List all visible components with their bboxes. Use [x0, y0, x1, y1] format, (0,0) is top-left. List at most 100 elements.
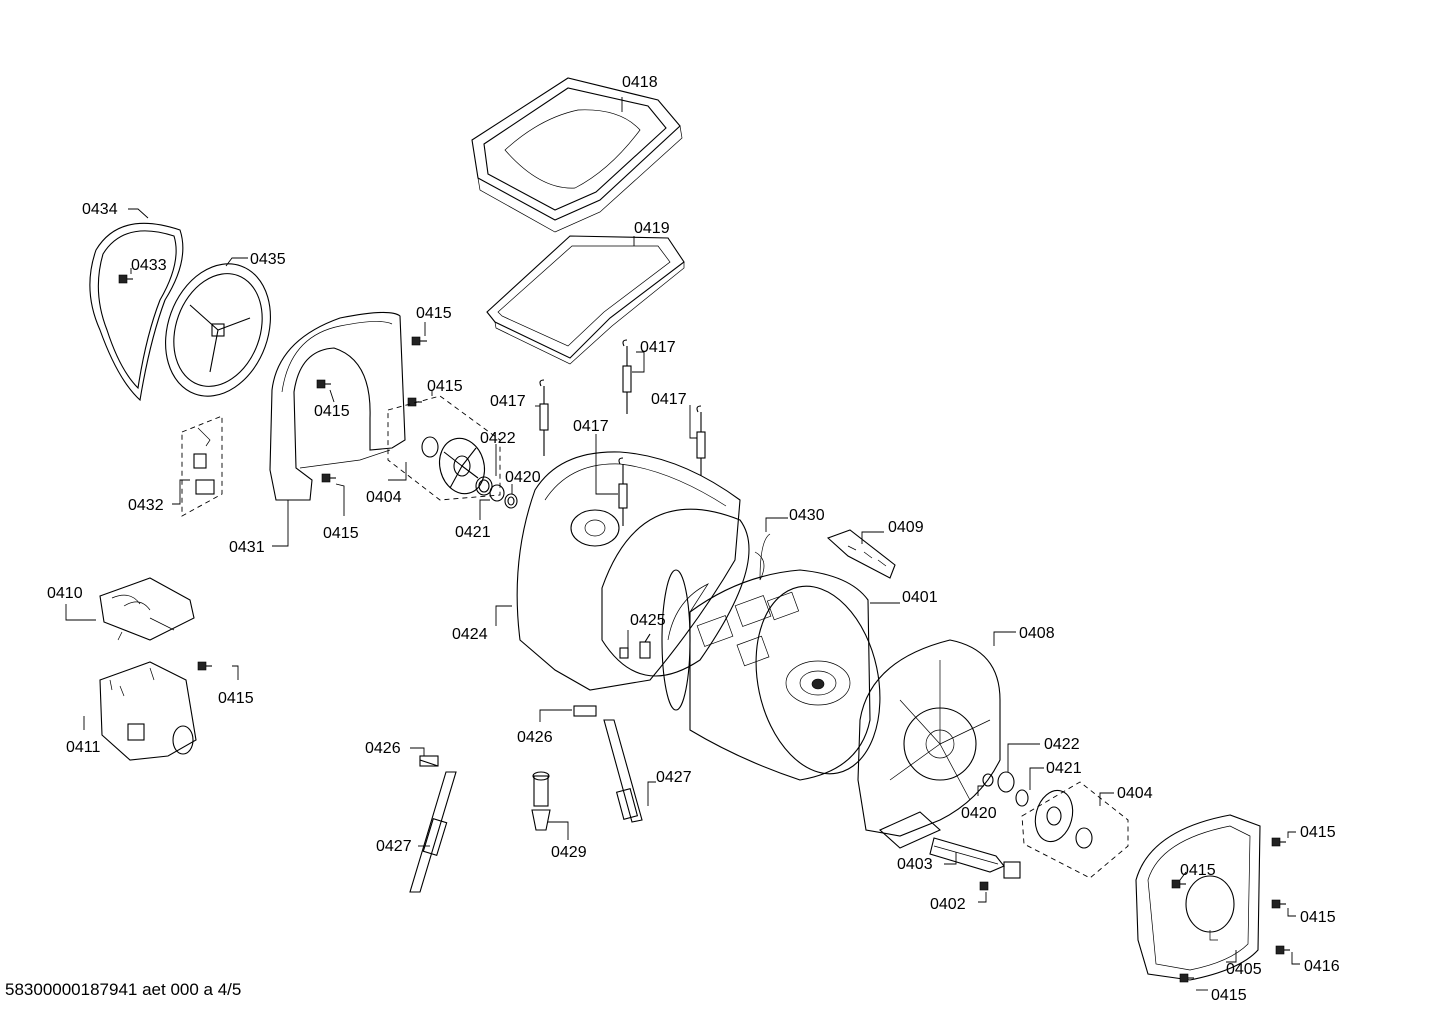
leader-0426-a — [410, 747, 425, 756]
leader-0422-b — [1007, 743, 1040, 772]
label-0401: 0401 — [902, 589, 938, 606]
label-0432: 0432 — [128, 497, 164, 514]
leader-0415-e — [232, 665, 239, 680]
screw-0415-e — [197, 661, 212, 671]
leader-0432 — [172, 479, 190, 505]
label-0421-b: 0421 — [1046, 760, 1082, 777]
leader-0404-b — [1099, 792, 1114, 806]
label-0420-a: 0420 — [505, 469, 541, 486]
label-0434: 0434 — [82, 201, 118, 218]
label-0417-d: 0417 — [573, 418, 609, 435]
label-0415-d: 0415 — [323, 525, 359, 542]
part-0432-door-lock — [181, 415, 223, 517]
label-0425: 0425 — [630, 612, 666, 629]
part-0410-shield — [99, 577, 195, 641]
label-0415-h: 0415 — [1300, 909, 1336, 926]
part-0402-ntc — [979, 881, 989, 891]
leader-0421-b — [1029, 767, 1044, 790]
label-0404-a: 0404 — [366, 489, 402, 506]
spring-0417-b — [622, 339, 632, 414]
shock-0427-a — [409, 771, 457, 893]
label-0415-c: 0415 — [427, 378, 463, 395]
drawing-reference: 58300000187941 aet 000 a 4/5 — [5, 980, 242, 999]
label-0420-b: 0420 — [961, 805, 997, 822]
leader-0431 — [272, 500, 289, 547]
label-0417-c: 0417 — [651, 391, 687, 408]
label-0416: 0416 — [1304, 958, 1340, 975]
seal-0421-b — [1015, 789, 1029, 807]
label-0404-b: 0404 — [1117, 785, 1153, 802]
leader-0427-b — [647, 781, 656, 806]
part-0408-tub-rear — [857, 639, 1001, 849]
label-0415-i: 0415 — [1211, 987, 1247, 1004]
leader-0415-f — [1287, 831, 1296, 838]
spring-0417-c — [696, 405, 706, 476]
label-0429: 0429 — [551, 844, 587, 861]
label-0426-b: 0426 — [517, 729, 553, 746]
label-0426-a: 0426 — [365, 740, 401, 757]
part-0403-heater — [929, 837, 1021, 879]
label-0422-b: 0422 — [1044, 736, 1080, 753]
screw-0416 — [1275, 945, 1290, 955]
spring-0417-d — [618, 457, 628, 526]
leader-0403 — [944, 852, 957, 865]
screw-0415-i — [1179, 973, 1194, 983]
leader-0415-b — [329, 389, 335, 403]
seal-0422-a — [475, 476, 493, 496]
leader-0426-b — [539, 709, 572, 722]
screw-0415-h — [1271, 899, 1286, 909]
label-0417-b: 0417 — [640, 339, 676, 356]
label-0415-e: 0415 — [218, 690, 254, 707]
part-0401-drum — [661, 569, 881, 781]
leader-0415-h — [1287, 908, 1296, 917]
label-0411: 0411 — [66, 739, 101, 756]
screw-0415-f — [1271, 837, 1286, 847]
label-0408: 0408 — [1019, 625, 1055, 642]
seal-0422-b — [997, 771, 1015, 793]
leader-0416 — [1291, 952, 1300, 965]
part-0404-bearing-group — [387, 395, 501, 501]
part-0434-door-seal — [89, 222, 184, 402]
label-0421-a: 0421 — [455, 524, 491, 541]
part-0424-tub — [516, 451, 750, 691]
leader-0415-d — [335, 483, 345, 516]
pin-0426-b — [573, 705, 597, 717]
leader-0430 — [765, 517, 788, 532]
label-0430: 0430 — [789, 507, 825, 524]
part-0425-sensor — [619, 633, 651, 659]
part-0418-top-frame — [471, 77, 683, 233]
seal-0420-b — [982, 773, 994, 787]
leader-0404-a — [388, 462, 407, 481]
label-0403: 0403 — [897, 856, 933, 873]
leader-0408 — [993, 631, 1016, 646]
part-0411-motor — [99, 661, 197, 761]
leader-0424 — [495, 605, 512, 626]
leader-0417-c — [689, 405, 697, 439]
seal-0420-a — [504, 493, 518, 509]
part-0429-filter — [531, 771, 551, 831]
part-0435-door-ring — [165, 263, 271, 397]
screw-0415-c — [407, 397, 422, 407]
label-0415-b: 0415 — [314, 403, 350, 420]
part-0405-rear-panel — [1135, 814, 1261, 981]
label-0415-a: 0415 — [416, 305, 452, 322]
pin-0426-a — [419, 755, 439, 767]
leader-0434 — [128, 208, 149, 219]
spring-0417-a — [539, 379, 549, 456]
label-0409: 0409 — [888, 519, 924, 536]
part-0431-front-panel — [269, 311, 406, 501]
screw-0433 — [118, 274, 133, 284]
leader-0421-a — [479, 499, 490, 520]
part-0430-clamp — [754, 533, 771, 581]
screw-0415-d — [321, 473, 336, 483]
label-0402: 0402 — [930, 896, 966, 913]
label-0427-b: 0427 — [656, 769, 692, 786]
screw-0415-b — [316, 379, 331, 389]
part-0419-inner-frame — [486, 235, 685, 365]
leader-0405 — [1226, 950, 1237, 963]
label-0433: 0433 — [131, 257, 167, 274]
label-0424: 0424 — [452, 626, 488, 643]
label-0415-f: 0415 — [1300, 824, 1336, 841]
label-0405: 0405 — [1226, 961, 1262, 978]
